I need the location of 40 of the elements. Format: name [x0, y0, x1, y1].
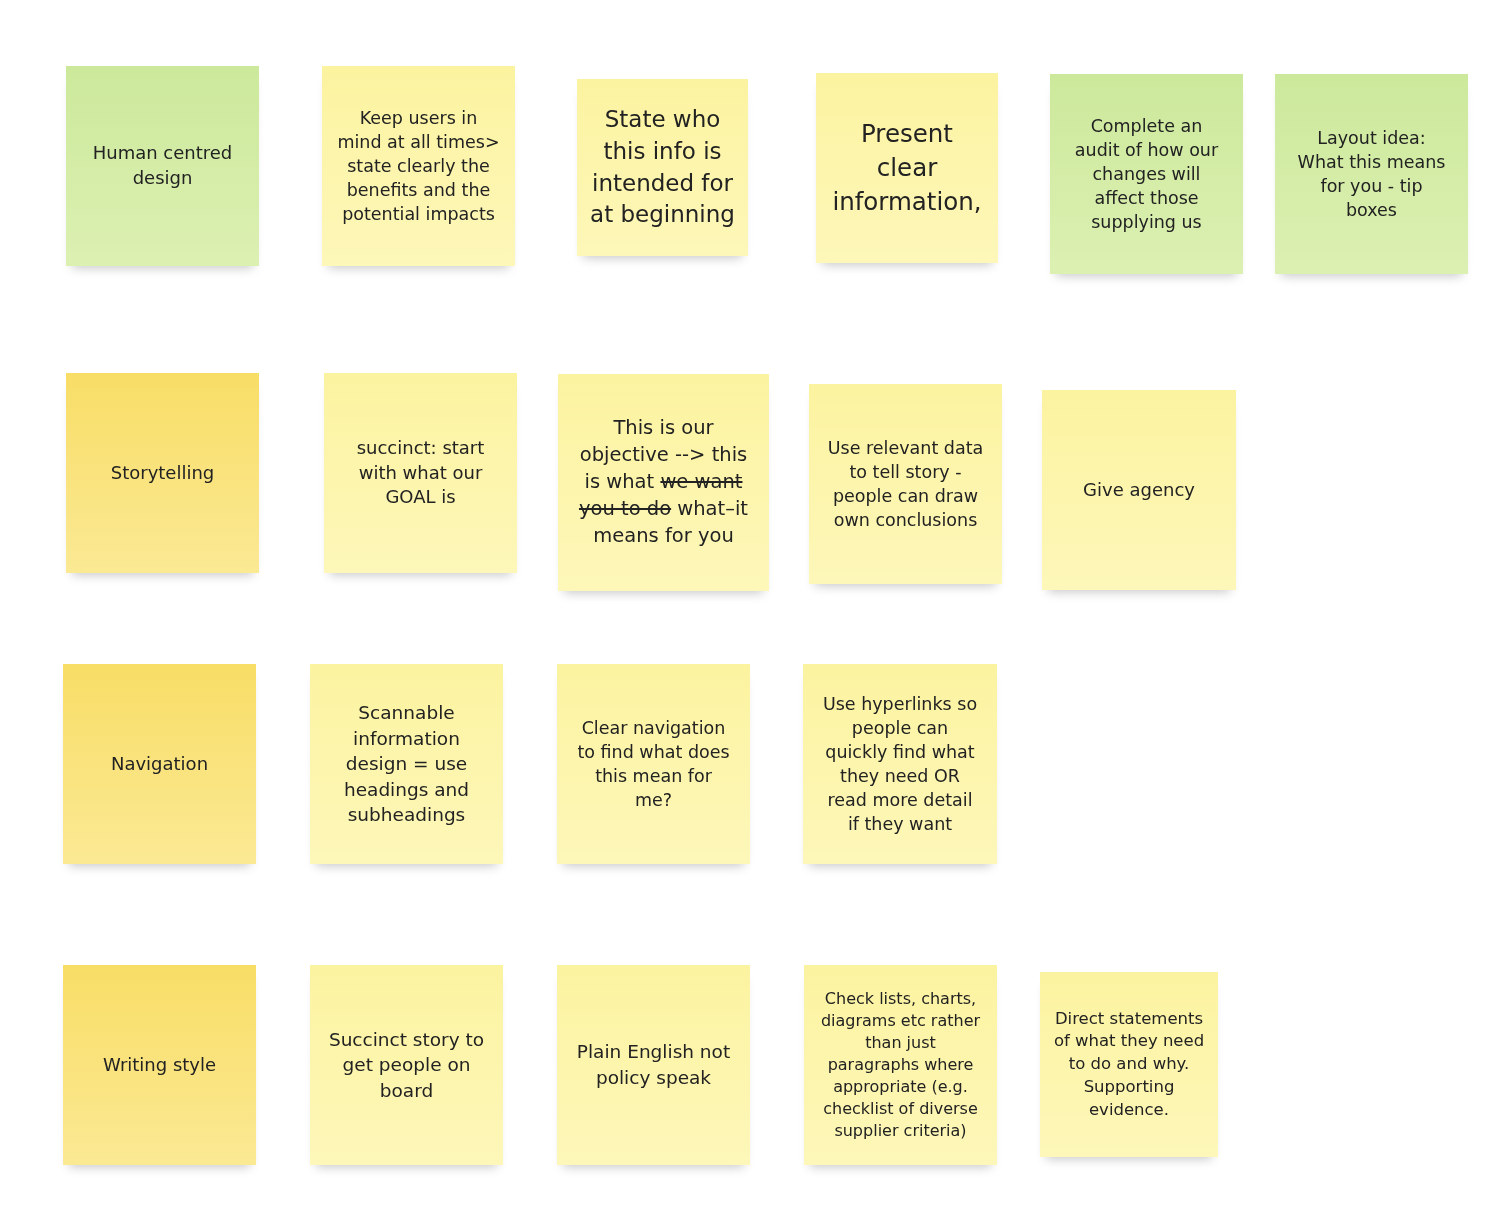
sticky-note	[1040, 972, 1218, 1157]
sticky-note	[66, 373, 259, 573]
note-text: Writing style	[102, 1052, 217, 1077]
note-text: Scannable information design = use headings and subheadings	[342, 701, 471, 828]
note-text: Clear navigation to find what does this mean for me?	[576, 716, 731, 813]
sticky-note	[577, 79, 748, 256]
note-text: succinct: start with what our GOAL is	[355, 435, 486, 510]
sticky-note	[1050, 74, 1243, 274]
note-text: Keep users in mind at all times> state clearly the benefits and the potential impacts	[337, 106, 500, 227]
sticky-note	[324, 373, 517, 573]
note-text: Check lists, charts, diagrams etc rather than just paragraphs where appropriate (e.g. checklist of diverse supplier criteria)	[819, 987, 982, 1143]
note-text: Navigation	[110, 751, 209, 776]
sticky-note	[63, 664, 256, 864]
note-text: Use hyperlinks so people can quickly find what they need OR read more detail if they want	[821, 692, 979, 837]
sticky-note	[803, 664, 997, 864]
sticky-note	[804, 965, 997, 1165]
sticky-note	[1275, 74, 1468, 274]
note-text: State who this info is intended for at beginning	[589, 105, 736, 230]
sticky-note	[1042, 390, 1236, 590]
note-text: Present clear information,	[831, 118, 983, 218]
sticky-note	[809, 384, 1002, 584]
note-text: Storytelling	[110, 460, 215, 485]
note-text: Succinct story to get people on board	[327, 1027, 486, 1103]
sticky-note	[63, 965, 256, 1165]
sticky-note	[310, 664, 503, 864]
sticky-note	[310, 965, 503, 1165]
sticky-note	[557, 965, 750, 1165]
note-text: Layout idea: What this means for you - tip boxes	[1296, 126, 1447, 223]
sticky-note	[322, 66, 515, 266]
note-text: Give agency	[1083, 477, 1195, 502]
note-text: Human centred design	[91, 141, 234, 190]
sticky-note	[66, 66, 259, 266]
note-text: Plain English not policy speak	[575, 1040, 732, 1090]
note-text: Complete an audit of how our changes will affect those supplying us	[1073, 114, 1220, 235]
note-text: Direct statements of what they need to do and why. Supporting evidence.	[1052, 1007, 1206, 1121]
sticky-note	[816, 73, 998, 263]
sticky-note	[557, 664, 750, 864]
sticky-note	[558, 374, 769, 591]
note-text: This is our objective --> this is what we want you to do what–it means for you	[577, 415, 749, 549]
note-text: Use relevant data to tell story - people can draw own conclusions	[826, 436, 985, 533]
